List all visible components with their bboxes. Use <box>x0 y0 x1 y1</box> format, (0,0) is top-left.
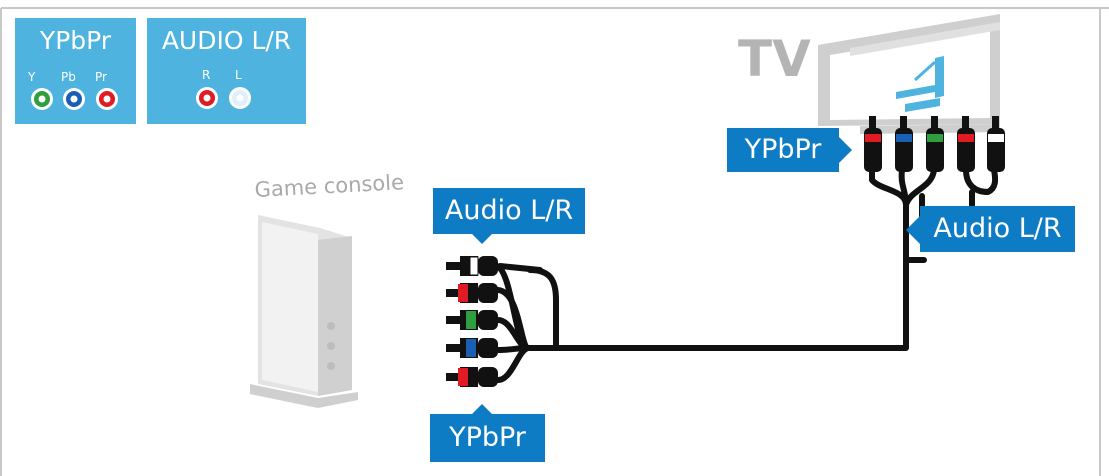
tv-plug-white-l <box>987 116 1005 172</box>
tv-plug-red-pr <box>864 116 882 172</box>
tv-plugs <box>864 116 1005 172</box>
jack-r-icon <box>196 87 218 109</box>
console-plugs <box>446 256 498 387</box>
tv-plug-red-r <box>957 116 975 172</box>
console-audio-pointer <box>470 232 494 244</box>
plug-blue-pb <box>446 338 498 358</box>
tv-ypbpr-tag: YPbPr <box>727 128 839 172</box>
tv-plug-blue-pb <box>895 116 913 172</box>
plug-green-y <box>446 310 498 330</box>
tv-ypbpr-pointer <box>838 136 852 164</box>
legend-ypbpr-title: YPbPr <box>39 26 112 55</box>
tv-audio-pointer <box>906 216 920 244</box>
jack-label-pr: Pr <box>95 70 107 84</box>
game-console-icon <box>250 215 358 408</box>
tv-icon <box>818 14 1000 134</box>
jack-y-icon <box>31 88 53 110</box>
jack-pb-icon <box>63 88 85 110</box>
jack-label-pb: Pb <box>61 70 76 84</box>
tv-audio-tag: Audio L/R <box>920 206 1075 252</box>
plug-white-l <box>446 256 498 276</box>
console-ypbpr-tag: YPbPr <box>430 414 545 462</box>
console-ypbpr-pointer <box>470 404 494 416</box>
tv-plug-green-y <box>926 116 944 172</box>
jack-label-r: R <box>202 68 211 82</box>
legend-ypbpr-jacks <box>31 88 118 110</box>
legend-audio-box: AUDIO L/R R L <box>147 18 306 124</box>
tv-label: TV <box>738 30 811 88</box>
plug-red-r <box>446 283 498 303</box>
legend-audio-title: AUDIO L/R <box>161 26 292 55</box>
legend-ypbpr-box: YPbPr Y Pb Pr <box>15 18 136 124</box>
jack-pr-icon <box>96 88 118 110</box>
console-audio-tag: Audio L/R <box>433 188 585 234</box>
jack-label-y: Y <box>28 70 36 84</box>
jack-label-l: L <box>235 68 242 82</box>
plug-red-pr <box>446 367 498 387</box>
jack-l-icon <box>229 87 251 109</box>
legend-audio-jacks <box>196 87 251 109</box>
